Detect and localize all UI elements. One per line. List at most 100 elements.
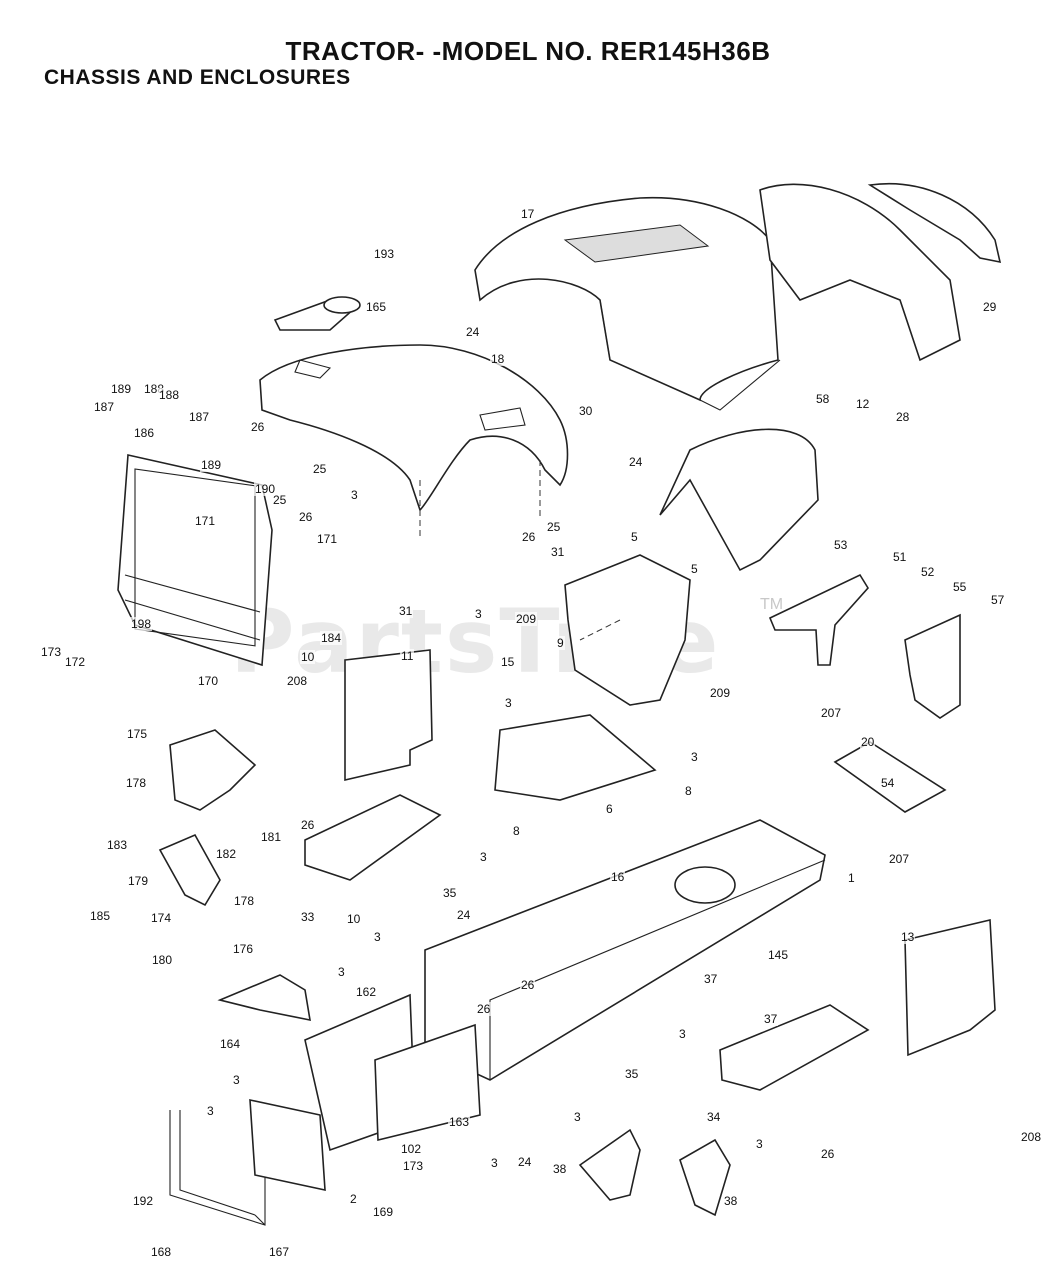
- part-callout[interactable]: 3: [490, 1156, 499, 1170]
- part-callout[interactable]: 189: [110, 382, 133, 396]
- part-callout[interactable]: 15: [500, 655, 516, 669]
- part-callout[interactable]: 26: [820, 1147, 836, 1161]
- part-callout[interactable]: 3: [479, 850, 488, 864]
- part-callout[interactable]: 55: [952, 580, 968, 594]
- part-callout[interactable]: 26: [300, 818, 316, 832]
- part-callout[interactable]: 3: [573, 1110, 582, 1124]
- part-callout[interactable]: 193: [373, 247, 396, 261]
- part-callout[interactable]: 38: [552, 1162, 568, 1176]
- heat-shield-part[interactable]: [659, 428, 819, 572]
- part-callout[interactable]: 37: [763, 1012, 779, 1026]
- part-callout[interactable]: 26: [250, 420, 266, 434]
- dash-support-part[interactable]: [564, 554, 691, 706]
- part-callout[interactable]: 165: [365, 300, 388, 314]
- part-callout[interactable]: 6: [605, 802, 614, 816]
- part-callout[interactable]: 24: [465, 325, 481, 339]
- part-callout[interactable]: 164: [219, 1037, 242, 1051]
- part-callout[interactable]: 189: [200, 458, 223, 472]
- part-callout[interactable]: 52: [920, 565, 936, 579]
- part-callout[interactable]: 187: [93, 400, 116, 414]
- bumper-part[interactable]: [169, 1110, 266, 1226]
- part-callout[interactable]: 26: [521, 530, 537, 544]
- part-callout[interactable]: 26: [298, 510, 314, 524]
- part-callout[interactable]: 145: [767, 948, 790, 962]
- part-callout[interactable]: 198: [130, 617, 153, 631]
- part-callout[interactable]: 26: [520, 978, 536, 992]
- part-callout[interactable]: 174: [150, 911, 173, 925]
- part-callout[interactable]: 28: [895, 410, 911, 424]
- part-callout[interactable]: 3: [350, 488, 359, 502]
- panel-13-part[interactable]: [904, 919, 996, 1057]
- part-callout[interactable]: 16: [610, 870, 626, 884]
- part-callout[interactable]: 58: [815, 392, 831, 406]
- part-callout[interactable]: 3: [474, 607, 483, 621]
- part-callout[interactable]: 175: [126, 727, 149, 741]
- part-callout[interactable]: 53: [833, 538, 849, 552]
- part-callout[interactable]: 185: [89, 909, 112, 923]
- part-callout[interactable]: 179: [127, 874, 150, 888]
- footrest-6-part[interactable]: [494, 714, 657, 801]
- bracket-38-right-part[interactable]: [679, 1138, 731, 1217]
- part-callout[interactable]: 171: [316, 532, 339, 546]
- part-callout[interactable]: 57: [990, 593, 1006, 607]
- part-callout[interactable]: 8: [684, 784, 693, 798]
- part-callout[interactable]: 180: [151, 953, 174, 967]
- part-callout[interactable]: 29: [982, 300, 998, 314]
- bumper-plate-part[interactable]: [249, 1098, 326, 1192]
- part-callout[interactable]: 186: [133, 426, 156, 440]
- part-callout[interactable]: 176: [232, 942, 255, 956]
- part-callout[interactable]: 209: [515, 612, 538, 626]
- part-callout[interactable]: 9: [556, 636, 565, 650]
- part-callout[interactable]: 183: [106, 838, 129, 852]
- part-callout[interactable]: 24: [456, 908, 472, 922]
- part-callout[interactable]: 3: [337, 965, 346, 979]
- part-callout[interactable]: 54: [880, 776, 896, 790]
- part-callout[interactable]: 168: [150, 1245, 173, 1259]
- part-callout[interactable]: 13: [900, 930, 916, 944]
- part-callout[interactable]: 37: [703, 972, 719, 986]
- pedal-174-part[interactable]: [158, 833, 221, 907]
- part-callout[interactable]: 1: [847, 871, 856, 885]
- part-callout[interactable]: 18: [490, 352, 506, 366]
- bracket-164-part[interactable]: [217, 974, 311, 1022]
- part-callout[interactable]: 25: [546, 520, 562, 534]
- side-panel-163-part[interactable]: [374, 1023, 481, 1142]
- panel-11-part[interactable]: [344, 649, 433, 782]
- part-callout[interactable]: 31: [398, 604, 414, 618]
- part-callout[interactable]: 26: [476, 1002, 492, 1016]
- part-callout[interactable]: 207: [820, 706, 843, 720]
- footrest-34-part[interactable]: [719, 1004, 870, 1091]
- part-callout[interactable]: 20: [860, 735, 876, 749]
- part-callout[interactable]: 25: [272, 493, 288, 507]
- part-callout[interactable]: 173: [402, 1159, 425, 1173]
- part-callout[interactable]: 163: [448, 1115, 471, 1129]
- part-callout[interactable]: 178: [125, 776, 148, 790]
- grille-part[interactable]: [759, 182, 1002, 362]
- part-callout[interactable]: 162: [355, 985, 378, 999]
- part-callout[interactable]: 187: [188, 410, 211, 424]
- part-callout[interactable]: 3: [504, 696, 513, 710]
- part-callout[interactable]: 51: [892, 550, 908, 564]
- part-callout[interactable]: 38: [723, 1194, 739, 1208]
- part-callout[interactable]: 24: [517, 1155, 533, 1169]
- part-callout[interactable]: 11: [400, 649, 415, 663]
- part-callout[interactable]: 2: [349, 1192, 358, 1206]
- footrest-33-part[interactable]: [304, 794, 442, 881]
- part-callout[interactable]: 184: [320, 631, 343, 645]
- part-callout[interactable]: 208: [1020, 1130, 1043, 1144]
- part-callout[interactable]: 169: [372, 1205, 395, 1219]
- part-callout[interactable]: 24: [628, 455, 644, 469]
- part-callout[interactable]: 3: [232, 1073, 241, 1087]
- fender-part[interactable]: [259, 296, 569, 512]
- bracket-53-part[interactable]: [768, 573, 869, 666]
- part-callout[interactable]: 31: [550, 545, 566, 559]
- part-callout[interactable]: 167: [268, 1245, 291, 1259]
- part-callout[interactable]: 3: [755, 1137, 764, 1151]
- part-callout[interactable]: 10: [300, 650, 316, 664]
- part-callout[interactable]: 8: [512, 824, 521, 838]
- part-callout[interactable]: 33: [300, 910, 316, 924]
- part-callout[interactable]: 209: [709, 686, 732, 700]
- part-callout[interactable]: 102: [400, 1142, 423, 1156]
- part-callout[interactable]: 171: [194, 514, 217, 528]
- part-callout[interactable]: 35: [624, 1067, 640, 1081]
